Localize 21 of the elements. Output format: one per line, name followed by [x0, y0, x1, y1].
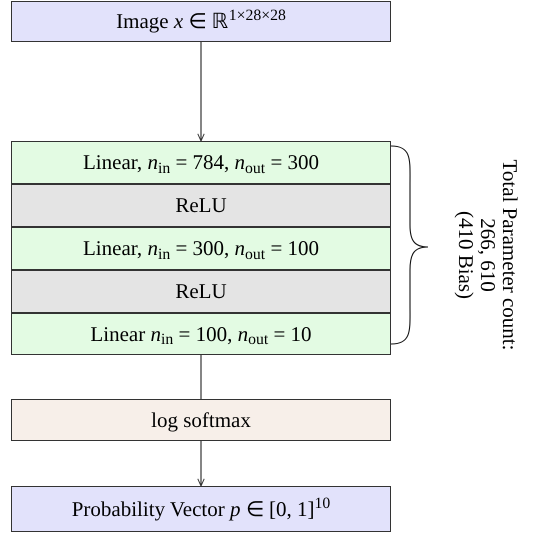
parameter-count-note: (410 Bias) — [455, 210, 477, 300]
layer-label: ReLU — [175, 281, 227, 302]
arrow — [197, 42, 205, 142]
layer-label: Linear n$_{in}$ = 100, n$_{out}$ = 10 — [90, 324, 312, 344]
parameter-count-note: 266, 610 — [477, 218, 499, 292]
layer-label: ReLU — [175, 195, 227, 216]
linear-layer-box — [11, 227, 391, 270]
layer-label: Image x ∈ ℝ$^{1×28×28}$ — [116, 11, 286, 32]
softmax-box — [11, 399, 391, 441]
linear-layer-box — [11, 313, 391, 355]
layer-label: Probability Vector p ∈ [0, 1]$^{10}$ — [72, 498, 330, 520]
data-box — [11, 1, 391, 42]
layer-label: Linear, n$_{in}$ = 784, n$_{out}$ = 300 — [82, 152, 320, 173]
arrow — [197, 441, 205, 486]
layer-label: Linear, n$_{in}$ = 300, n$_{out}$ = 100 — [82, 238, 320, 259]
relu-layer-box — [11, 184, 391, 227]
data-box — [11, 486, 391, 532]
layer-label: log softmax — [151, 410, 251, 430]
relu-layer-box — [11, 270, 391, 313]
linear-layer-box — [11, 141, 391, 184]
parameter-count-note: Total Parameter count: — [499, 160, 521, 350]
